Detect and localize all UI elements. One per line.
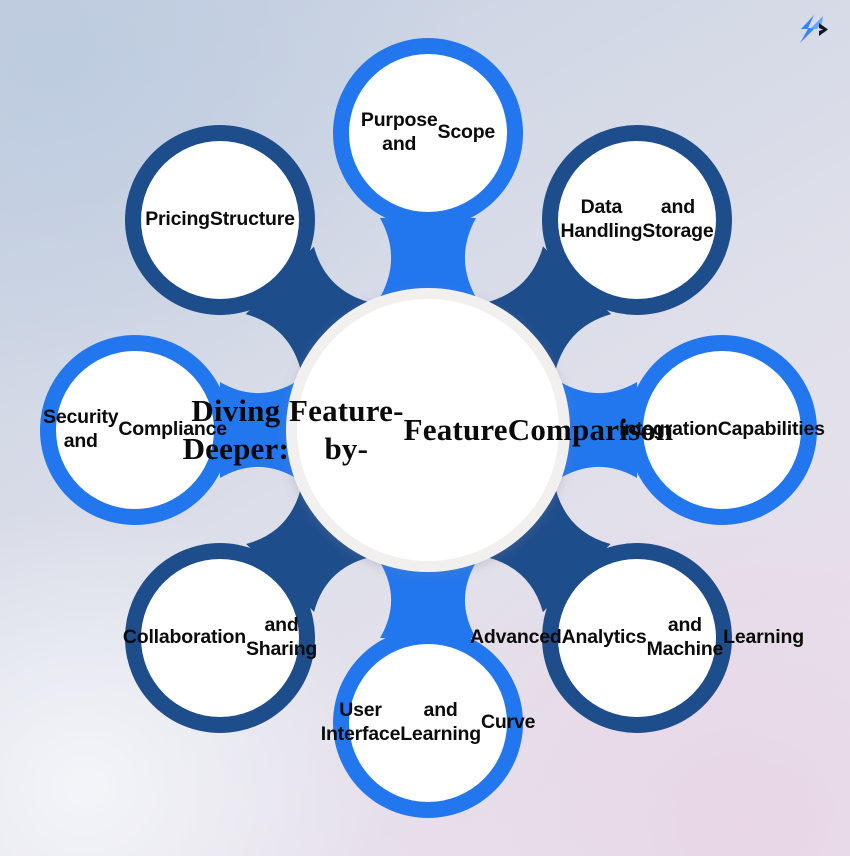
connector-data-handling-and-storage <box>480 246 612 378</box>
connector-advanced-analytics-and-machine-learning <box>480 482 611 613</box>
node-fill-pricing-structure[interactable] <box>141 141 299 299</box>
center-title-line: Feature-by- <box>288 392 404 466</box>
node-ring-group <box>40 38 817 818</box>
connector-integration-capabilities <box>554 378 637 482</box>
connector-pricing-structure <box>245 246 377 378</box>
node-fill-data-handling-and-storage[interactable] <box>558 141 716 299</box>
node-fill-advanced-analytics-and-machine-learning[interactable] <box>558 559 716 717</box>
node-fill-security-and-compliance[interactable] <box>56 351 214 509</box>
center-hub <box>286 288 570 572</box>
center-hub-fill <box>297 299 559 561</box>
node-fill-purpose-and-scope[interactable] <box>349 54 507 212</box>
center-title-line: Comparison <box>507 411 674 447</box>
center-title-line: Feature <box>403 411 508 447</box>
connector-purpose-and-scope <box>376 218 480 304</box>
node-fill-user-interface-and-learning-curve[interactable] <box>349 644 507 802</box>
connector-user-interface-and-learning-curve <box>376 556 480 638</box>
node-fill-collaboration-and-sharing[interactable] <box>141 559 299 717</box>
connector-security-and-compliance <box>220 378 302 482</box>
connector-group <box>220 218 637 638</box>
connector-collaboration-and-sharing <box>246 482 376 612</box>
node-fill-integration-capabilities[interactable] <box>643 351 801 509</box>
brand-logo-icon[interactable] <box>792 10 838 50</box>
center-title-line: Diving Deeper: <box>182 392 289 466</box>
